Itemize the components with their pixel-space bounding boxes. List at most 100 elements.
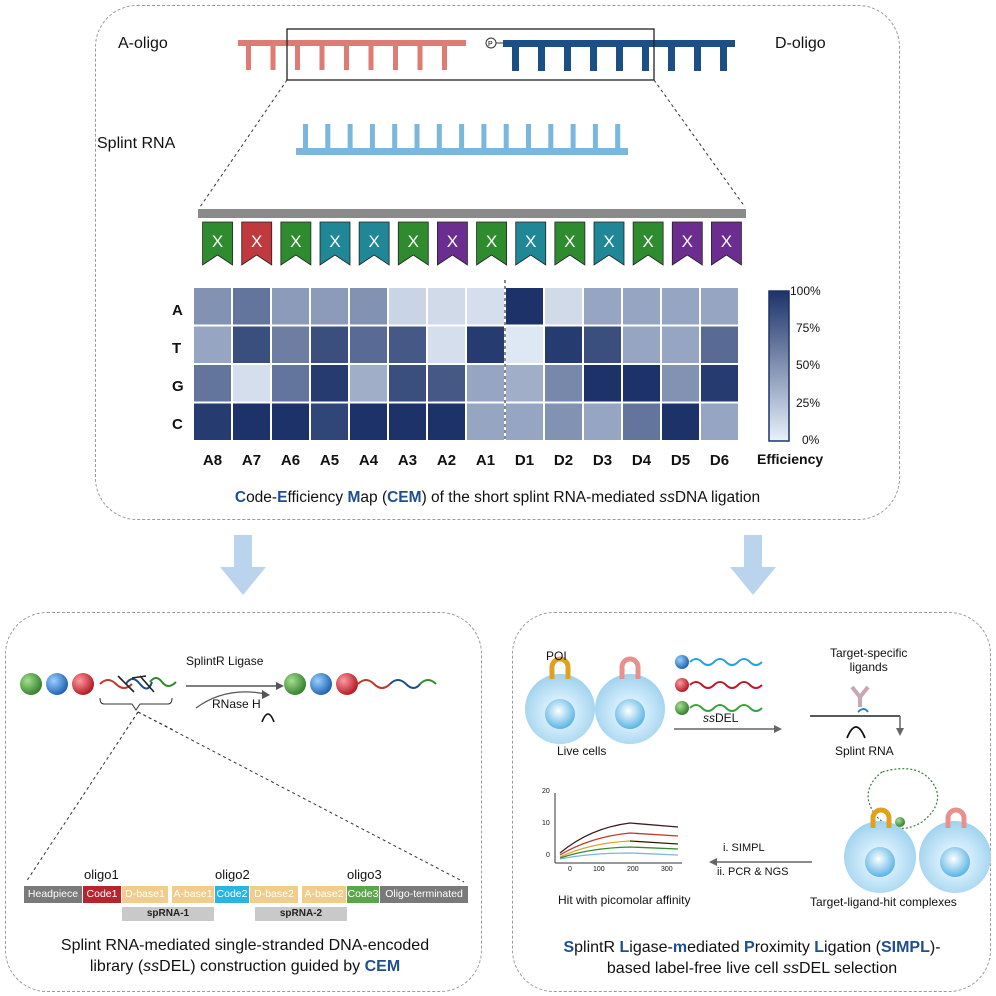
- base-tag-letter: X: [603, 232, 614, 251]
- base-tag-7: [437, 221, 468, 266]
- live-cell-1-icon: [525, 656, 595, 744]
- heatmap-cell-T-D1: [506, 326, 543, 363]
- heatmap-cell-G-D4: [623, 365, 660, 402]
- cem-heatmap: [194, 280, 738, 442]
- complex-cell-2-icon: [919, 807, 991, 893]
- base-tag-letter: X: [486, 232, 497, 251]
- base-tag-3: [280, 221, 312, 266]
- column-label-D1: D1: [514, 452, 535, 469]
- row-label-a: A: [172, 302, 183, 319]
- rnase-arrow: [195, 691, 267, 709]
- heatmap-cell-G-D3: [584, 365, 621, 402]
- heatmap-cell-T-A1: [467, 326, 504, 363]
- mini-ytick-0: 0: [546, 852, 550, 859]
- column-label-D2: D2: [553, 452, 574, 469]
- oligo3-label: oligo3: [347, 867, 382, 882]
- column-label-A4: A4: [358, 452, 379, 469]
- ssdel-construction-panel: [5, 612, 482, 992]
- splint-rna-icon: [846, 726, 866, 739]
- heatmap-cell-T-D3: [584, 326, 621, 363]
- heatmap-cell-G-D5: [662, 365, 699, 402]
- cleaved-rna-icon: [261, 713, 275, 723]
- bar-segment-d-base2: D-base2: [250, 886, 298, 903]
- row-label-t: T: [172, 340, 182, 357]
- heatmap-cell-A-A7: [233, 288, 270, 325]
- product-dna-icon: [357, 679, 437, 689]
- del-bead-red-icon: [675, 678, 689, 692]
- heatmap-cell-A-A1: [467, 288, 504, 325]
- colorbar-tick-25: 25%: [796, 396, 821, 410]
- down-arrow-left-icon: [220, 535, 266, 595]
- base-tag-letter: X: [564, 232, 575, 251]
- heatmap-cell-T-A7: [233, 326, 270, 363]
- poi-label: POI: [546, 649, 567, 663]
- column-label-A6: A6: [280, 452, 301, 469]
- product-bead-green-icon: [284, 673, 306, 695]
- target-ligands-label: Target-specific ligands: [830, 646, 908, 674]
- base-tag-11: [593, 221, 625, 266]
- heatmap-cell-A-D3: [584, 288, 621, 325]
- column-label-D3: D3: [592, 452, 613, 469]
- heatmap-cell-T-A8: [194, 326, 231, 363]
- base-tag-letter: X: [525, 232, 536, 251]
- complex-cell-1-icon: [844, 807, 916, 893]
- heatmap-cell-C-A7: [233, 403, 270, 440]
- junction-box: [286, 28, 655, 81]
- column-label-A8: A8: [202, 452, 223, 469]
- heatmap-cell-T-A6: [272, 326, 309, 363]
- zoom-lines: [25, 711, 465, 883]
- column-label-D4: D4: [631, 452, 652, 469]
- ligated-loop-icon: [867, 768, 939, 829]
- heatmap-cell-T-A2: [428, 326, 465, 363]
- cem-panel: [95, 5, 900, 520]
- mini-xtick-200: 200: [627, 866, 639, 873]
- base-tag-letter: X: [251, 232, 262, 251]
- heatmap-cell-T-D4: [623, 326, 660, 363]
- backbone-bar: [198, 209, 746, 218]
- heatmap-cell-C-A2: [428, 403, 465, 440]
- splint-rna-label-right: Splint RNA: [835, 744, 894, 758]
- base-tag-letter: X: [682, 232, 693, 251]
- heatmap-cell-G-A8: [194, 365, 231, 402]
- column-label-A3: A3: [397, 452, 418, 469]
- heatmap-cell-G-A3: [389, 365, 426, 402]
- heatmap-cell-G-A4: [350, 365, 387, 402]
- base-tag-1: [202, 221, 233, 266]
- oligo1-label: oligo1: [84, 867, 119, 882]
- heatmap-cell-C-A5: [311, 403, 348, 440]
- heatmap-cell-A-A8: [194, 288, 231, 325]
- heatmap-cell-A-D6: [701, 288, 738, 325]
- row-label-g: G: [172, 378, 184, 395]
- mini-xtick-0: 0: [568, 866, 572, 873]
- heatmap-cell-G-A1: [467, 365, 504, 402]
- hit-label: Hit with picomolar affinity: [558, 893, 691, 907]
- complexes-label: Target-ligand-hit complexes: [810, 895, 957, 909]
- base-tag-letter: X: [368, 232, 379, 251]
- heatmap-cell-A-A3: [389, 288, 426, 325]
- simpl-selection-panel: [512, 612, 991, 992]
- bar-segment-oligo-terminated: Oligo-terminated: [380, 886, 468, 903]
- base-tag-8: [476, 221, 507, 266]
- oligo2-label: oligo2: [215, 867, 250, 882]
- colorbar-tick-75: 75%: [796, 321, 821, 335]
- base-tag-letter: X: [447, 232, 458, 251]
- base-tag-letter: X: [329, 232, 340, 251]
- column-label-D5: D5: [670, 452, 691, 469]
- cem-caption: Code-Efficiency Map (CEM) of the short s…: [234, 489, 761, 506]
- ligation-schematic: [20, 673, 437, 730]
- mini-ytick-10: 10: [542, 820, 550, 827]
- heatmap-cell-G-A6: [272, 365, 309, 402]
- base-tag-2: [241, 221, 273, 266]
- heatmap-cell-G-D1: [506, 365, 543, 402]
- colorbar-title: Efficiency: [757, 451, 824, 467]
- heatmap-cell-A-D2: [545, 288, 582, 325]
- heatmap-cell-C-A8: [194, 403, 231, 440]
- bar-segment-a-base2: A-base2: [302, 886, 346, 903]
- bead-blue-icon: [46, 673, 68, 695]
- base-tag-letter: X: [212, 232, 223, 251]
- heatmap-cell-C-A4: [350, 403, 387, 440]
- mini-xtick-100: 100: [593, 866, 605, 873]
- heatmap-cell-G-A7: [233, 365, 270, 402]
- del-bead-green-icon: [675, 701, 689, 715]
- sprna-2-bar: spRNA-2: [255, 907, 347, 921]
